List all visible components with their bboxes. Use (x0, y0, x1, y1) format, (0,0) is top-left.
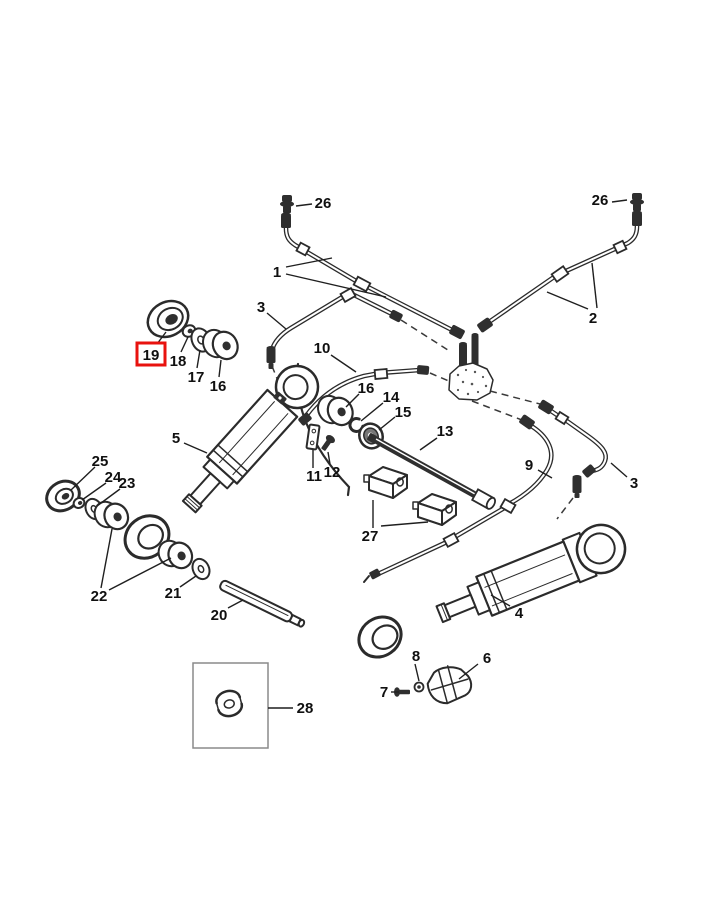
part-label-23[interactable]: 23 (119, 475, 136, 492)
split-bushing-28 (215, 689, 244, 718)
part-label-3-right[interactable]: 3 (630, 475, 638, 492)
washer-8 (413, 681, 425, 693)
part-label-16-left[interactable]: 16 (210, 378, 227, 395)
part-label-21[interactable]: 21 (165, 585, 182, 602)
part-label-7[interactable]: 7 (380, 684, 388, 701)
part-label-16-mid[interactable]: 16 (358, 380, 375, 397)
plate-11 (305, 423, 321, 451)
part-label-15[interactable]: 15 (395, 404, 412, 421)
part-label-12[interactable]: 12 (324, 464, 341, 481)
cap-ring-left (123, 514, 171, 560)
fitting-26-left (280, 195, 294, 228)
screw-12 (321, 435, 336, 451)
bushing-22-upper (93, 500, 130, 531)
part-label-17[interactable]: 17 (188, 369, 205, 386)
box-28 (192, 662, 269, 749)
part-label-24[interactable]: 24 (105, 469, 122, 486)
part-label-28[interactable]: 28 (297, 700, 314, 717)
part-label-22[interactable]: 22 (91, 588, 108, 605)
hose-9 (363, 414, 554, 583)
part-label-25[interactable]: 25 (92, 453, 109, 470)
nut-24 (72, 497, 86, 509)
highlight-box-part-19 (135, 341, 167, 367)
hose-3-left (266, 286, 403, 369)
part-label-19[interactable]: 19 (143, 347, 160, 364)
part-label-1[interactable]: 1 (273, 264, 281, 281)
leader-lines (70, 199, 628, 709)
trim-cylinder-4 (435, 523, 627, 624)
hose-3-right (538, 399, 609, 498)
pin-20 (219, 579, 306, 628)
part-label-3-left[interactable]: 3 (257, 299, 265, 316)
part-label-5[interactable]: 5 (172, 430, 180, 447)
seal-ring-19 (146, 299, 190, 339)
hose-1 (283, 225, 465, 339)
part-label-4[interactable]: 4 (515, 605, 524, 622)
part-label-27[interactable]: 27 (362, 528, 379, 545)
part-label-2[interactable]: 2 (589, 310, 597, 327)
part-label-8[interactable]: 8 (412, 648, 420, 665)
bushing-22-lower (157, 539, 194, 570)
part-label-26-left[interactable]: 26 (315, 195, 332, 212)
part-label-11[interactable]: 11 (306, 468, 322, 485)
part-label-14[interactable]: 14 (383, 389, 400, 406)
part-label-6[interactable]: 6 (483, 650, 491, 667)
part-label-20[interactable]: 20 (211, 607, 228, 624)
bushing-16-middle (317, 394, 354, 427)
part-label-13[interactable]: 13 (437, 423, 454, 440)
blocks-27 (363, 466, 457, 526)
fitting-26-right (630, 193, 644, 226)
clamp-6 (426, 665, 473, 705)
hose-2 (477, 223, 640, 333)
part-label-18[interactable]: 18 (170, 353, 187, 370)
washer-21 (191, 557, 211, 581)
seal-ring-25 (45, 479, 81, 513)
bushing-16-left (202, 328, 239, 361)
part-label-9[interactable]: 9 (525, 457, 533, 474)
part-label-10[interactable]: 10 (314, 340, 331, 357)
cap-ring-right (357, 615, 403, 659)
shaft-13 (367, 433, 496, 510)
trim-cylinder-5 (181, 364, 320, 514)
eye-clamp-bolt (273, 391, 287, 405)
junction-manifold (448, 333, 494, 401)
part-label-26-right[interactable]: 26 (592, 192, 609, 209)
